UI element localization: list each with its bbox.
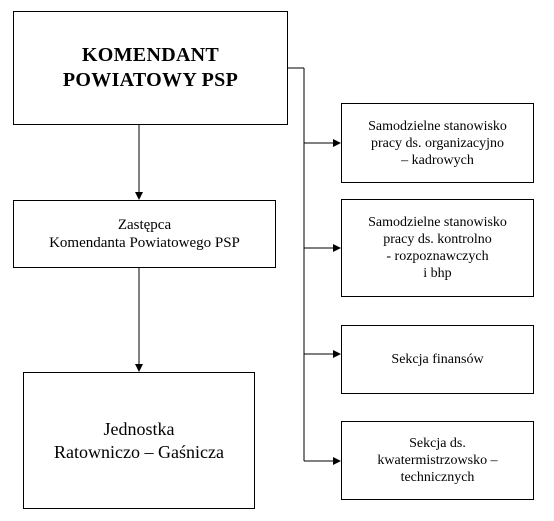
quartermaster-section-label: Sekcja ds. kwatermistrzowsko – techniczn… (377, 436, 498, 485)
rescue-unit-label: Jednostka Ratowniczo – Gaśnicza (54, 418, 224, 462)
rescue-unit-box: Jednostka Ratowniczo – Gaśnicza (23, 372, 255, 509)
finance-section-label: Sekcja finansów (391, 352, 484, 367)
deputy-commander-box: Zastępca Komendanta Powiatowego PSP (13, 200, 276, 268)
organizational-staff-box: Samodzielne stanowisko pracy ds. organiz… (341, 103, 534, 183)
deputy-commander-label: Zastępca Komendanta Powiatowego PSP (49, 217, 240, 251)
inspection-safety-label: Samodzielne stanowisko pracy ds. kontrol… (368, 215, 507, 281)
inspection-safety-box: Samodzielne stanowisko pracy ds. kontrol… (341, 199, 534, 297)
finance-section-box: Sekcja finansów (341, 325, 534, 394)
commander-box: KOMENDANT POWIATOWY PSP (13, 11, 288, 125)
commander-label: KOMENDANT POWIATOWY PSP (62, 44, 239, 91)
organizational-staff-label: Samodzielne stanowisko pracy ds. organiz… (368, 118, 507, 168)
quartermaster-section-box: Sekcja ds. kwatermistrzowsko – techniczn… (341, 421, 534, 500)
